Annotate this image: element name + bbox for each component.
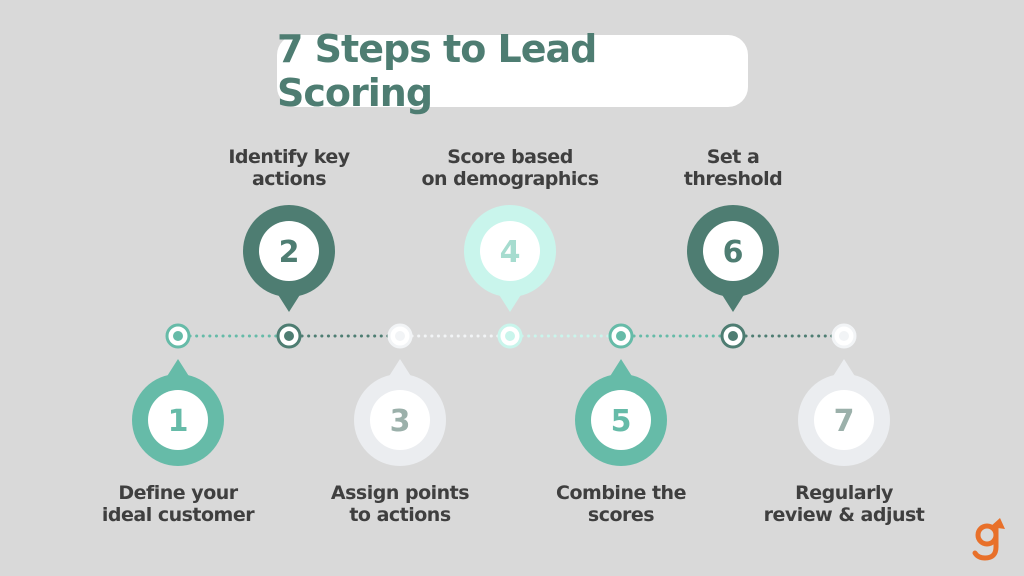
step-3-marker: 3 — [354, 359, 446, 466]
step-7-label: Regularly review & adjust — [734, 482, 954, 526]
step-2-label: Identify key actions — [179, 146, 399, 190]
step-6-number: 6 — [723, 235, 744, 270]
step-1-label: Define your ideal customer — [68, 482, 288, 526]
title-banner: 7 Steps to Lead Scoring — [277, 27, 748, 115]
step-7-marker: 7 — [798, 359, 890, 466]
step-4-marker: 4 — [464, 205, 556, 312]
step-4-label: Score based on demographics — [400, 146, 620, 190]
node-1 — [165, 323, 191, 349]
step-2-number: 2 — [279, 235, 300, 270]
step-4-label-line2: on demographics — [421, 168, 599, 190]
step-1-marker: 1 — [132, 359, 224, 466]
node-5 — [608, 323, 634, 349]
step-4-number: 4 — [500, 235, 521, 270]
g-arrow-logo-icon — [972, 518, 1005, 561]
step-3-label-line2: to actions — [349, 504, 451, 526]
step-3-label: Assign points to actions — [290, 482, 510, 526]
step-5-marker: 5 — [575, 359, 667, 466]
step-6-marker: 6 — [687, 205, 779, 312]
step-2-label-line1: Identify key — [228, 146, 350, 168]
step-1-label-line1: Define your — [118, 482, 238, 504]
step-5-label-line1: Combine the — [556, 482, 686, 504]
node-4 — [497, 323, 523, 349]
step-3-number: 3 — [390, 404, 411, 439]
page-title: 7 Steps to Lead Scoring — [277, 27, 597, 115]
step-4-label-line1: Score based — [447, 146, 573, 168]
node-2 — [276, 323, 302, 349]
node-6 — [720, 323, 746, 349]
step-7-number: 7 — [834, 404, 855, 439]
step-6-label: Set a threshold — [623, 146, 843, 190]
step-6-label-line2: threshold — [683, 168, 783, 190]
step-5-label: Combine the scores — [511, 482, 731, 526]
step-3-label-line1: Assign points — [330, 482, 470, 504]
step-6-label-line1: Set a — [706, 146, 760, 168]
step-5-number: 5 — [611, 404, 632, 439]
step-1-number: 1 — [168, 404, 189, 439]
step-7-label-line2: review & adjust — [763, 504, 925, 526]
step-5-label-line2: scores — [587, 504, 655, 526]
step-7-label-line1: Regularly — [795, 482, 893, 504]
step-1-label-line2: ideal customer — [101, 504, 255, 526]
node-3 — [387, 323, 413, 349]
step-2-label-line2: actions — [251, 168, 327, 190]
node-7 — [831, 323, 857, 349]
step-2-marker: 2 — [243, 205, 335, 312]
